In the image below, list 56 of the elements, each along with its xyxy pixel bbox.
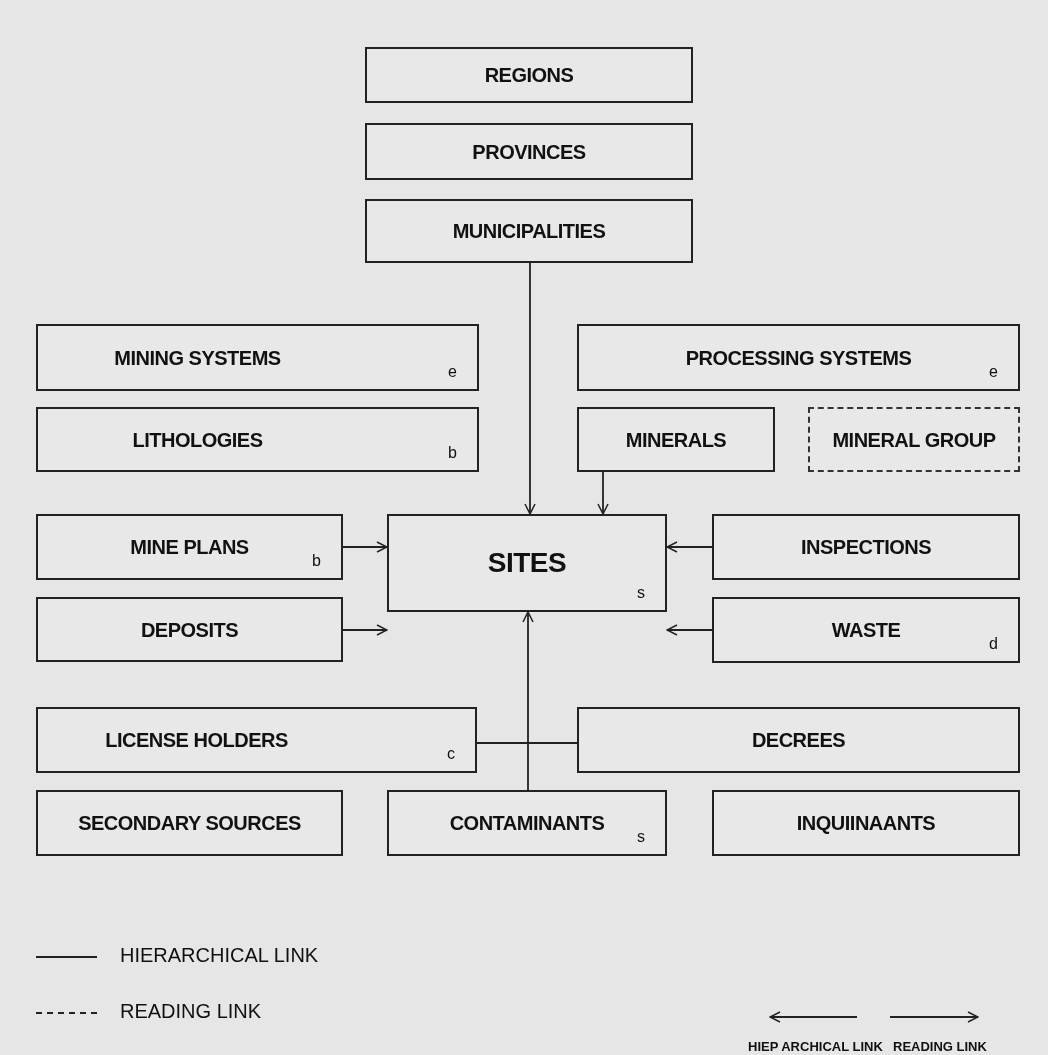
entity-tag: s (637, 828, 645, 846)
entity-name: MINE PLANS (130, 535, 249, 559)
entity-name: DECREES (751, 728, 846, 752)
entity-box (387, 790, 667, 856)
arrow (522, 611, 534, 791)
entity-name: SITES (487, 547, 567, 579)
entity-name: MINING SYSTEMS (114, 346, 281, 369)
entity-box (712, 514, 1020, 580)
legend-label: HIEP ARCHICAL LINK (748, 1039, 883, 1054)
legend-label: HIERARCHICAL LINK (120, 944, 319, 967)
entity-name: INSPECTIONS (800, 535, 932, 559)
entity-tag: d (989, 635, 998, 653)
entity-name: REGIONS (484, 63, 574, 87)
entity-name: PROCESSING SYSTEMS (685, 346, 912, 369)
connector-line (476, 742, 578, 744)
entity-tag: c (447, 745, 455, 763)
entity-tag: s (637, 584, 645, 602)
entity-tag: e (448, 363, 457, 381)
entity-box (36, 407, 479, 472)
entity-box (387, 514, 667, 612)
arrow (342, 624, 388, 636)
entity-name: LICENSE HOLDERS (105, 728, 288, 752)
entity-name: PROVINCES (472, 140, 586, 163)
entity-box (712, 790, 1020, 856)
entity-box (577, 407, 775, 472)
entity-box (365, 123, 693, 180)
arrow (666, 624, 713, 636)
entity-tag: b (448, 444, 457, 462)
legend-label: READING LINK (120, 1000, 262, 1023)
arrow (666, 541, 713, 553)
entity-box (577, 324, 1020, 391)
entity-box (577, 707, 1020, 773)
entity-name: SECONDARY SOURCES (78, 811, 301, 835)
entity-box (36, 597, 343, 662)
entity-name: WASTE (831, 618, 901, 642)
entity-name: MUNICIPALITIES (452, 219, 606, 243)
entity-box (808, 407, 1020, 472)
entity-box (36, 790, 343, 856)
entity-box (36, 514, 343, 580)
entity-name: INQUIINAANTS (796, 811, 936, 835)
arrow (342, 541, 388, 553)
entity-tag: e (989, 363, 998, 381)
entity-name: CONTAMINANTS (449, 811, 605, 835)
entity-name: MINERAL GROUP (832, 428, 996, 451)
entity-box (365, 199, 693, 263)
entity-box (365, 47, 693, 103)
entity-tag: b (312, 552, 321, 570)
entity-box (712, 597, 1020, 663)
legend-label: READING LINK (893, 1039, 987, 1054)
entity-name: DEPOSITS (140, 618, 239, 641)
entity-name: LITHOLOGIES (132, 428, 263, 451)
entity-box (36, 324, 479, 391)
entity-name: MINERALS (625, 428, 727, 451)
arrow (597, 471, 609, 515)
entity-box (36, 707, 477, 773)
arrow (524, 262, 536, 515)
